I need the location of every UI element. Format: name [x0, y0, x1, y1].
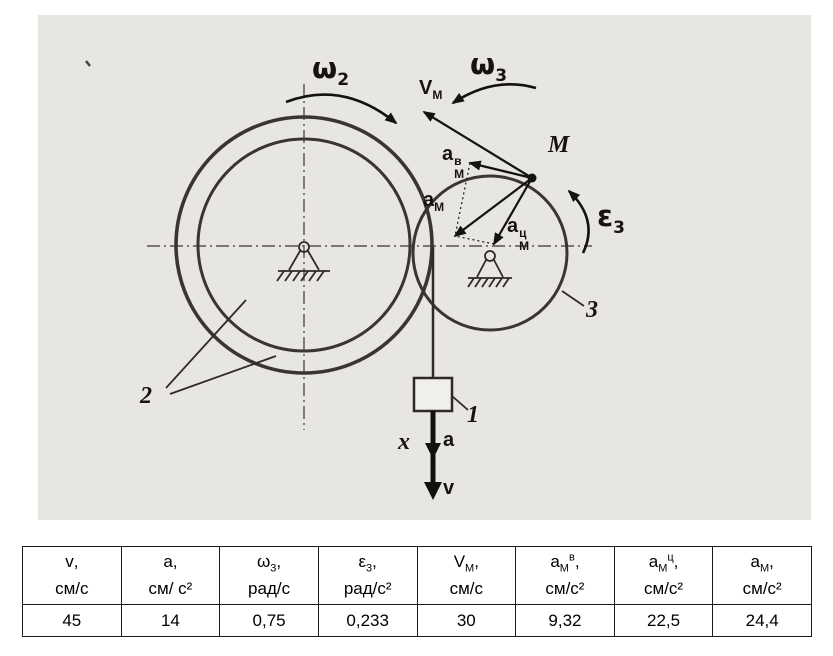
omega3-label: ω3 [470, 47, 508, 86]
rotation-arrows [285, 83, 590, 254]
value-cell: 0,233 [317, 604, 418, 637]
header-cell-vm: VM, см/с [416, 546, 517, 605]
epsilon3-label: ε3 [597, 199, 625, 238]
support-wheel-2 [276, 241, 330, 282]
point-m-label: M [548, 132, 570, 158]
value-cell: 0,75 [219, 604, 319, 637]
wheel-3 [411, 174, 569, 332]
velocity-label: v [443, 477, 455, 499]
vector-parallelogram-dotted [454, 162, 495, 245]
leader-lines [165, 290, 585, 411]
wheel-3-number: 3 [586, 297, 598, 323]
value-cell: 9,32 [515, 604, 615, 637]
wheel-2 [174, 115, 434, 375]
scan-artifact [85, 60, 91, 67]
wheel-2-number: 2 [140, 383, 152, 409]
a-m-label: aM [423, 189, 445, 214]
header-cell-epsilon3: ε3, рад/с² [317, 546, 418, 605]
header-cell-am-rot: aMв, см/с² [515, 546, 615, 605]
table-header-row: v, см/с a, см/ с² ω3, рад/с ε3, рад/с² V… [22, 546, 812, 605]
support-wheel-3 [467, 250, 512, 288]
header-cell-am-cen: aMц, см/с² [613, 546, 714, 605]
value-cell: 45 [22, 604, 122, 637]
x-axis-arrow [424, 411, 442, 500]
acceleration-label: a [443, 429, 455, 451]
weight-1-number: 1 [467, 402, 479, 428]
velocity-m-label: VM [419, 77, 443, 102]
header-cell-v: v, см/с [22, 546, 122, 605]
value-cell: 14 [120, 604, 221, 637]
weight-block [412, 376, 454, 413]
x-axis-label: x [398, 429, 410, 455]
header-cell-omega3: ω3, рад/с [219, 546, 319, 605]
results-table: v, см/с a, см/ с² ω3, рад/с ε3, рад/с² V… [22, 546, 812, 637]
scanned-figure-background [38, 15, 811, 520]
omega2-label: ω2 [312, 51, 350, 90]
table-values-row: 45 14 0,75 0,233 30 9,32 22,5 24,4 [22, 604, 812, 637]
value-cell: 22,5 [613, 604, 714, 637]
header-cell-am: aM, см/с² [712, 546, 812, 605]
value-cell: 30 [416, 604, 517, 637]
header-cell-a: a, см/ с² [120, 546, 221, 605]
value-cell: 24,4 [712, 604, 812, 637]
vectors-at-m [422, 111, 533, 246]
